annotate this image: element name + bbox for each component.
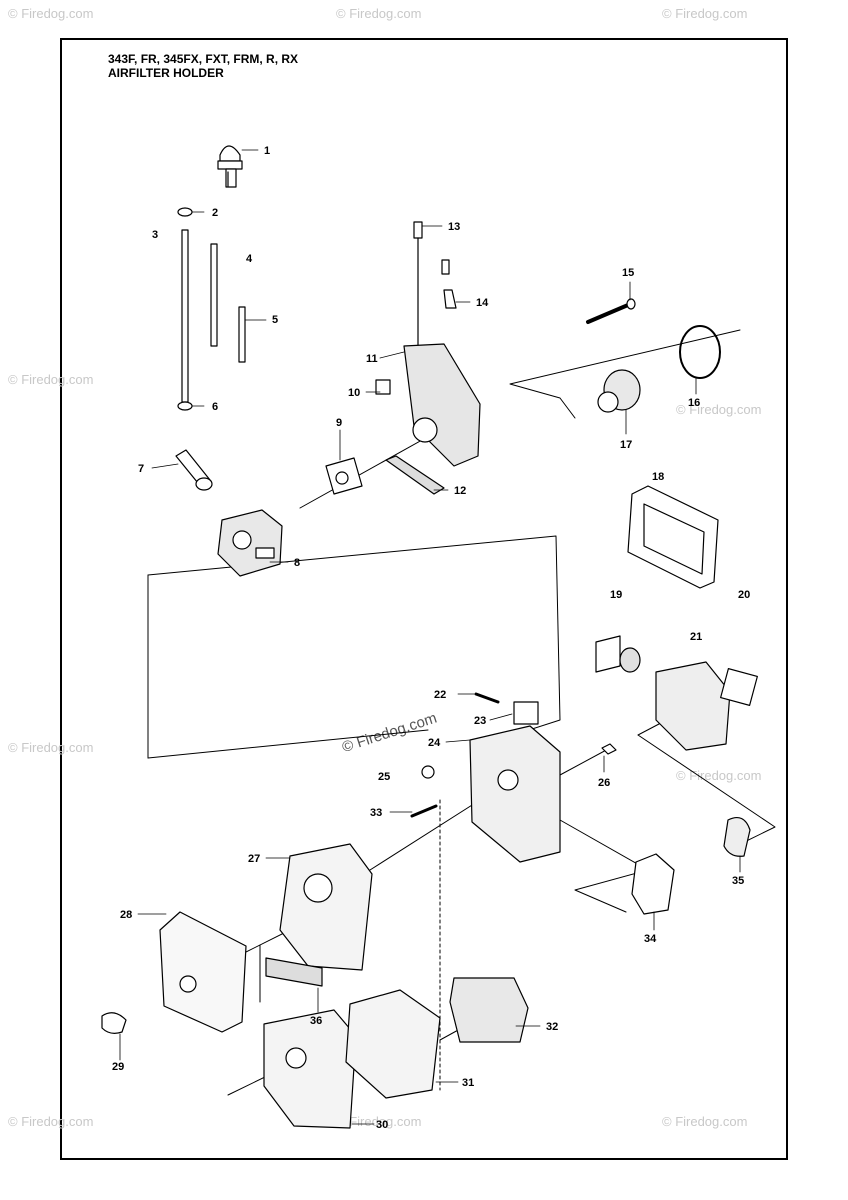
intake-boot-part bbox=[597, 369, 641, 413]
foam-strip-part bbox=[385, 455, 445, 495]
callout-23: 23 bbox=[474, 715, 486, 727]
callout-34: 34 bbox=[644, 933, 657, 945]
callout-6: 6 bbox=[212, 401, 218, 413]
callout-1: 1 bbox=[264, 145, 270, 157]
screws-part bbox=[413, 221, 457, 346]
callout-19: 19 bbox=[610, 589, 622, 601]
callout-27: 27 bbox=[248, 853, 260, 865]
callout-32: 32 bbox=[546, 1021, 558, 1033]
intake-holder-part bbox=[375, 343, 481, 467]
leader-lines bbox=[119, 149, 741, 1125]
callout-9: 9 bbox=[336, 417, 342, 429]
callout-29: 29 bbox=[112, 1061, 124, 1073]
callout-10: 10 bbox=[348, 387, 360, 399]
diagram-frame bbox=[60, 38, 788, 1160]
callout-28: 28 bbox=[120, 909, 132, 921]
callout-5: 5 bbox=[272, 314, 278, 326]
callout-labels: 1 2 3 4 5 6 7 8 9 10 11 12 13 14 15 16 1… bbox=[112, 145, 750, 1131]
inner-filter-part bbox=[279, 843, 373, 971]
callout-25: 25 bbox=[378, 771, 390, 783]
watermark: © Firedog.com bbox=[662, 1114, 748, 1129]
model-list-title: 343F, FR, 345FX, FXT, FRM, R, RX bbox=[108, 52, 299, 66]
primer-bulb-part bbox=[217, 145, 243, 188]
fuel-tubes-part bbox=[177, 207, 246, 411]
watermark: © Firedog.com bbox=[662, 6, 748, 21]
filter-gasket-part bbox=[627, 485, 719, 589]
callout-3: 3 bbox=[152, 229, 158, 241]
filter-cover-part bbox=[159, 911, 247, 1033]
callout-21: 21 bbox=[690, 631, 702, 643]
callout-12: 12 bbox=[454, 485, 466, 497]
callout-20: 20 bbox=[738, 589, 750, 601]
carburetor-part bbox=[217, 509, 283, 577]
callout-13: 13 bbox=[448, 221, 460, 233]
callout-15: 15 bbox=[622, 267, 634, 279]
callout-22: 22 bbox=[434, 689, 446, 701]
callout-8: 8 bbox=[294, 557, 300, 569]
hose-clamp-part bbox=[679, 325, 721, 379]
watermark: © Firedog.com bbox=[676, 402, 762, 417]
watermark: © Firedog.com bbox=[676, 768, 762, 783]
callout-36: 36 bbox=[310, 1015, 322, 1027]
callout-26: 26 bbox=[598, 777, 610, 789]
callout-30: 30 bbox=[376, 1119, 388, 1131]
hose-connector-part bbox=[175, 449, 213, 491]
callout-7: 7 bbox=[138, 463, 144, 475]
watermark: © Firedog.com bbox=[8, 372, 94, 387]
callout-31: 31 bbox=[462, 1077, 474, 1089]
callout-33: 33 bbox=[370, 807, 382, 819]
small-hardware-part bbox=[410, 743, 617, 818]
callout-11: 11 bbox=[366, 353, 378, 365]
callout-16: 16 bbox=[688, 397, 700, 409]
callout-24: 24 bbox=[428, 737, 441, 749]
watermark: © Firedog.com bbox=[336, 6, 422, 21]
filter-holder-base-part bbox=[469, 692, 561, 863]
callout-35: 35 bbox=[732, 875, 744, 887]
choke-parts bbox=[595, 635, 758, 751]
callout-17: 17 bbox=[620, 439, 632, 451]
long-bolt-part bbox=[586, 298, 636, 324]
watermark: © Firedog.com bbox=[8, 740, 94, 755]
watermark: © Firedog.com bbox=[8, 1114, 94, 1129]
callout-18: 18 bbox=[652, 471, 664, 483]
watermark: © Firedog.com bbox=[8, 6, 94, 21]
foam-strip-2-part bbox=[265, 957, 323, 987]
lower-filter-set-part bbox=[263, 977, 529, 1129]
section-title: AIRFILTER HOLDER bbox=[108, 66, 224, 80]
callout-4: 4 bbox=[246, 253, 253, 265]
watermark: © Firedog.com bbox=[336, 1114, 422, 1129]
callout-14: 14 bbox=[476, 297, 489, 309]
cover-knob-part bbox=[101, 1012, 127, 1034]
carb-gasket-part bbox=[325, 457, 363, 495]
bracket-and-cap-part bbox=[631, 817, 751, 915]
callout-2: 2 bbox=[212, 207, 218, 219]
